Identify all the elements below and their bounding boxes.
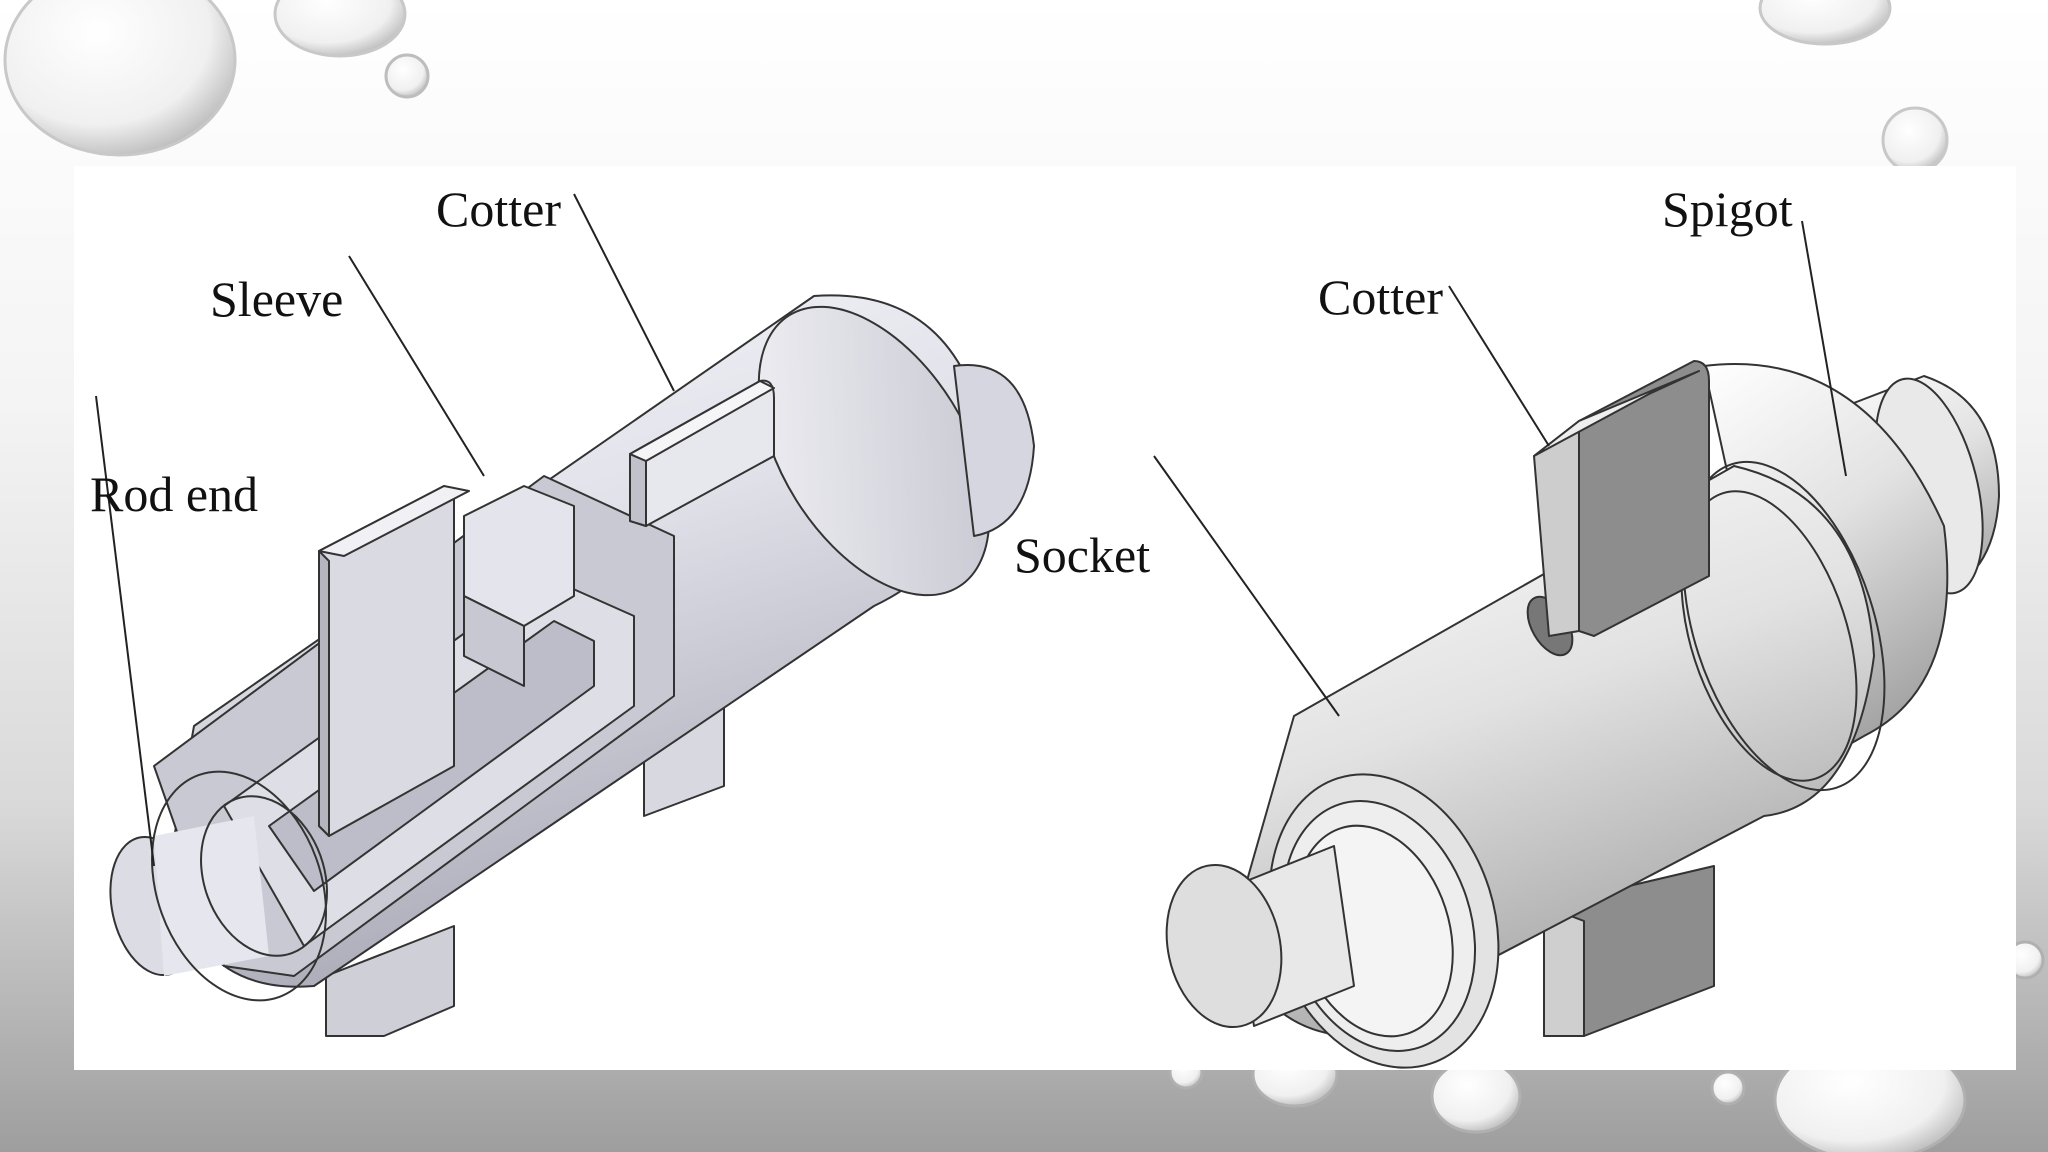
left-assembly <box>109 294 1035 1037</box>
left-spigot-boss <box>953 364 1035 537</box>
right-leader-lines <box>1153 220 1847 717</box>
leader-cotter-right <box>1448 285 1550 447</box>
right-cotter-top <box>1578 360 1710 637</box>
label-cotter-left: Cotter <box>436 181 561 237</box>
droplet <box>384 53 430 99</box>
droplet <box>3 0 237 157</box>
leader-spigot <box>1801 220 1847 477</box>
label-cotter-right: Cotter <box>1318 269 1443 325</box>
droplet <box>1710 1070 1746 1106</box>
label-sleeve: Sleeve <box>210 271 343 327</box>
droplet <box>1430 1058 1522 1134</box>
leader-sleeve <box>348 255 485 477</box>
left-leader-lines <box>95 193 675 867</box>
label-rod-end: Rod end <box>90 466 258 522</box>
diagram-panel: Cotter Sleeve Rod end <box>74 166 2016 1070</box>
leader-cotter-left <box>573 193 675 392</box>
label-socket: Socket <box>1014 527 1150 583</box>
leader-rod-end <box>95 395 155 867</box>
left-end-face <box>757 305 991 597</box>
cotter-joint-diagram: Cotter Sleeve Rod end <box>90 181 2000 1069</box>
right-rod-end <box>1165 863 1283 1029</box>
droplet <box>273 0 407 58</box>
label-spigot: Spigot <box>1662 181 1793 237</box>
droplet <box>1881 106 1949 174</box>
leader-socket <box>1153 455 1340 717</box>
left-cotter-bottom-left <box>325 925 455 1037</box>
right-assembly <box>1165 360 2000 1069</box>
droplet <box>1758 0 1892 46</box>
